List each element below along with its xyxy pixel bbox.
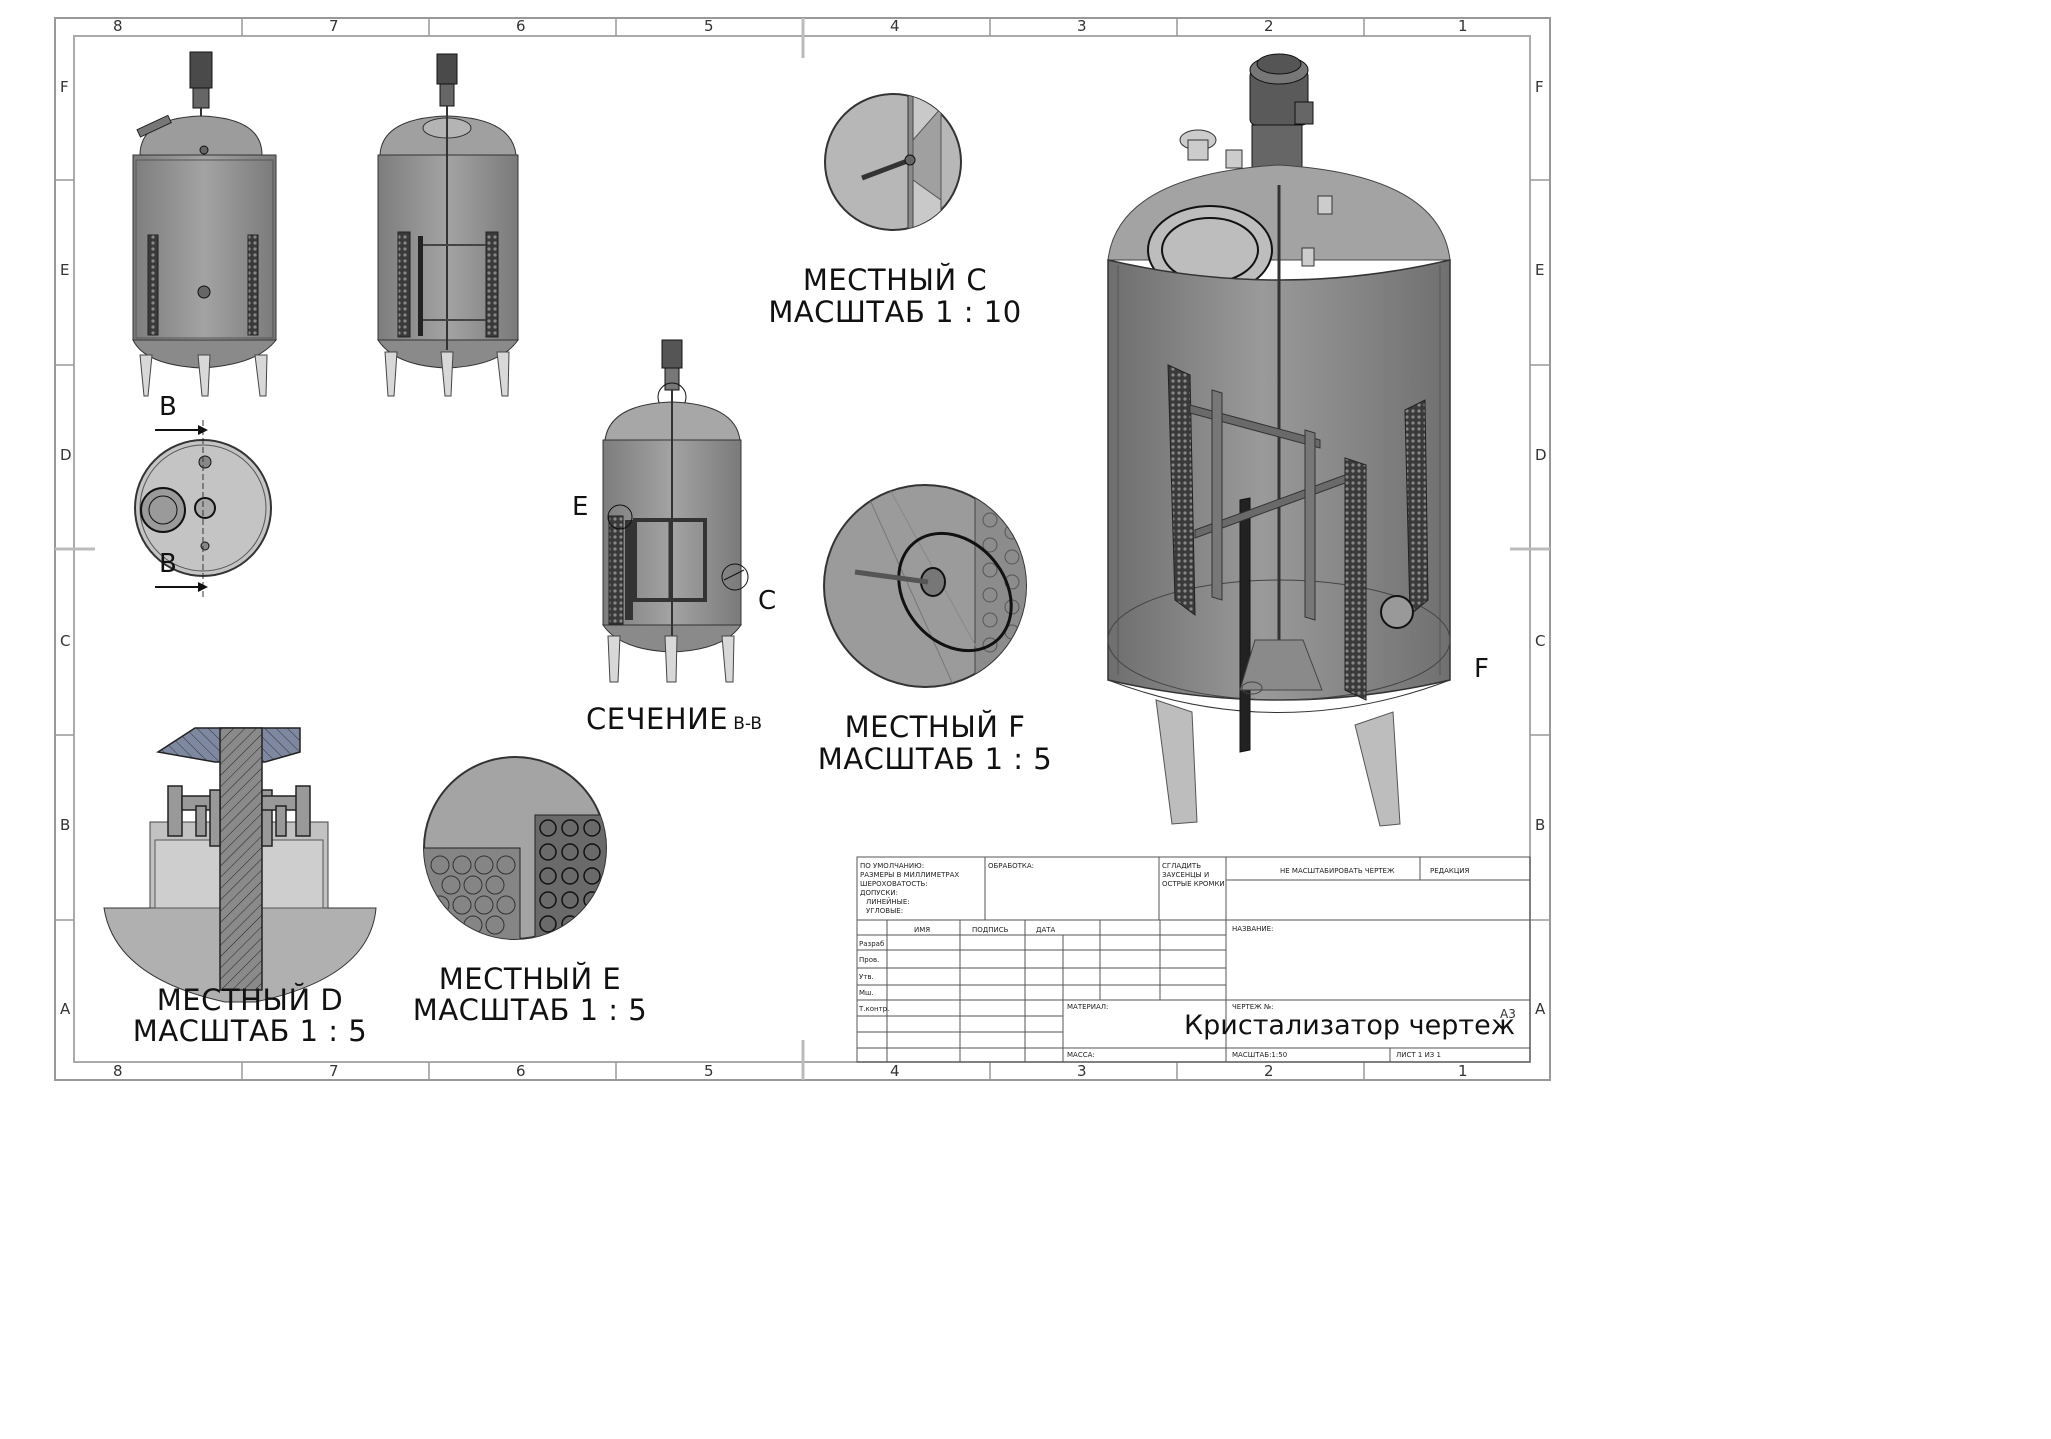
tb-default-2: РАЗМЕРЫ В МИЛЛИМЕТРАХ <box>860 871 960 879</box>
tb-material: МАТЕРИАЛ: <box>1067 1003 1109 1011</box>
grid-row-left-b: B <box>60 816 71 834</box>
detail-d-section <box>103 727 377 1003</box>
tb-role-check: Пров. <box>859 956 880 964</box>
tb-default-6: УГЛОВЫЕ: <box>866 907 904 915</box>
tb-role-manuf: Мш. <box>859 989 874 997</box>
tb-role-dev: Разраб <box>859 940 885 948</box>
tb-col-sign: ПОДПИСЬ <box>972 926 1009 934</box>
marker-e: E <box>572 492 589 522</box>
grid-row-right-d: D <box>1535 446 1547 464</box>
tb-default-3: ШЕРОХОВАТОСТЬ: <box>860 880 928 888</box>
detail-f-circle <box>823 484 1027 688</box>
detail-c-label-line2: МАСШТАБ 1 : 10 <box>768 295 1022 329</box>
detail-d-label-line1: МЕСТНЫЙ D <box>156 983 344 1017</box>
marker-c: C <box>758 586 777 616</box>
tb-default-1: ПО УМОЛЧАНИЮ: <box>860 862 925 870</box>
marker-b-bottom: B <box>159 549 177 579</box>
grid-col-bottom-3: 3 <box>1077 1062 1087 1080</box>
grid-col-top-3: 3 <box>1077 17 1087 35</box>
tb-col-date: ДАТА <box>1036 926 1056 934</box>
drawing-title: Кристализатор чертеж <box>1184 1010 1516 1041</box>
detail-f-label-line2: МАСШТАБ 1 : 5 <box>817 742 1053 776</box>
grid-row-right-f: F <box>1535 78 1544 96</box>
section-label-title: СЕЧЕНИЕ <box>586 702 729 736</box>
grid-col-top-7: 7 <box>329 17 339 35</box>
grid-col-bottom-6: 6 <box>516 1062 526 1080</box>
grid-row-right-b: B <box>1535 816 1546 834</box>
tb-drawing-no: ЧЕРТЕЖ №: <box>1232 1003 1274 1011</box>
detail-e-circle <box>423 756 607 940</box>
detail-d-label-line2: МАСШТАБ 1 : 5 <box>132 1014 368 1048</box>
front-view-tank <box>132 51 278 397</box>
grid-row-left-d: D <box>60 446 72 464</box>
grid-row-left-a: A <box>60 1000 71 1018</box>
grid-col-top-2: 2 <box>1264 17 1274 35</box>
detail-f-label-line1: МЕСТНЫЙ F <box>844 710 1026 744</box>
tb-format: A3 <box>1500 1007 1516 1021</box>
grid-col-bottom-1: 1 <box>1458 1062 1468 1080</box>
grid-row-right-a: A <box>1535 1000 1546 1018</box>
grid-col-top-4: 4 <box>890 17 900 35</box>
drawing-sheet <box>54 17 1551 1081</box>
grid-col-top-5: 5 <box>704 17 714 35</box>
detail-e-label-line2: МАСШТАБ 1 : 5 <box>412 993 648 1027</box>
grid-col-bottom-8: 8 <box>113 1062 123 1080</box>
title-block-frame <box>856 856 1531 1063</box>
sheet-frame <box>54 17 1551 1081</box>
grid-col-top-1: 1 <box>1458 17 1468 35</box>
tb-deburr-2: ЗАУСЕНЦЫ И <box>1162 871 1210 879</box>
grid-col-bottom-7: 7 <box>329 1062 339 1080</box>
tb-role-approve: Утв. <box>859 973 874 981</box>
grid-row-right-c: C <box>1535 632 1546 650</box>
grid-row-right-e: E <box>1535 261 1545 279</box>
grid-row-left-c: C <box>60 632 71 650</box>
tb-default-5: ЛИНЕЙНЫЕ: <box>866 898 910 906</box>
grid-col-bottom-2: 2 <box>1264 1062 1274 1080</box>
grid-col-bottom-4: 4 <box>890 1062 900 1080</box>
tb-deburr-1: СГЛАДИТЬ <box>1162 862 1201 870</box>
section-view-tank <box>602 339 749 683</box>
detail-c-label-line1: МЕСТНЫЙ C <box>802 263 988 297</box>
grid-row-left-e: E <box>60 261 70 279</box>
detail-e-label-line1: МЕСТНЫЙ E <box>438 962 622 996</box>
tb-mass: МАССА: <box>1067 1051 1095 1059</box>
tb-revision: РЕДАКЦИЯ <box>1430 867 1470 875</box>
tb-no-scale: НЕ МАСШТАБИРОВАТЬ ЧЕРТЕЖ <box>1280 867 1395 875</box>
tb-role-qc: Т.контр. <box>859 1005 890 1013</box>
section-label-suffix: B-B <box>733 714 763 734</box>
section-label: СЕЧЕНИЕ B-B <box>586 705 762 734</box>
marker-b-top: B <box>159 392 177 422</box>
tb-default-4: ДОПУСКИ: <box>860 889 898 897</box>
top-view-tank <box>134 420 272 598</box>
isometric-tank <box>1107 53 1451 827</box>
tb-sheet: ЛИСТ 1 ИЗ 1 <box>1396 1051 1441 1059</box>
grid-col-bottom-5: 5 <box>704 1062 714 1080</box>
tb-col-name: ИМЯ <box>914 926 931 934</box>
tb-scale: МАСШТАБ:1:50 <box>1232 1051 1288 1059</box>
side-view-tank <box>377 53 519 397</box>
tb-name-label: НАЗВАНИЕ: <box>1232 925 1274 933</box>
tb-finish: ОБРАБОТКА: <box>988 862 1035 870</box>
tb-deburr-3: ОСТРЫЕ КРОМКИ <box>1162 880 1225 888</box>
grid-col-top-6: 6 <box>516 17 526 35</box>
detail-c-circle <box>824 93 962 231</box>
grid-col-top-8: 8 <box>113 17 123 35</box>
marker-f: F <box>1474 654 1489 684</box>
grid-row-left-f: F <box>60 78 69 96</box>
